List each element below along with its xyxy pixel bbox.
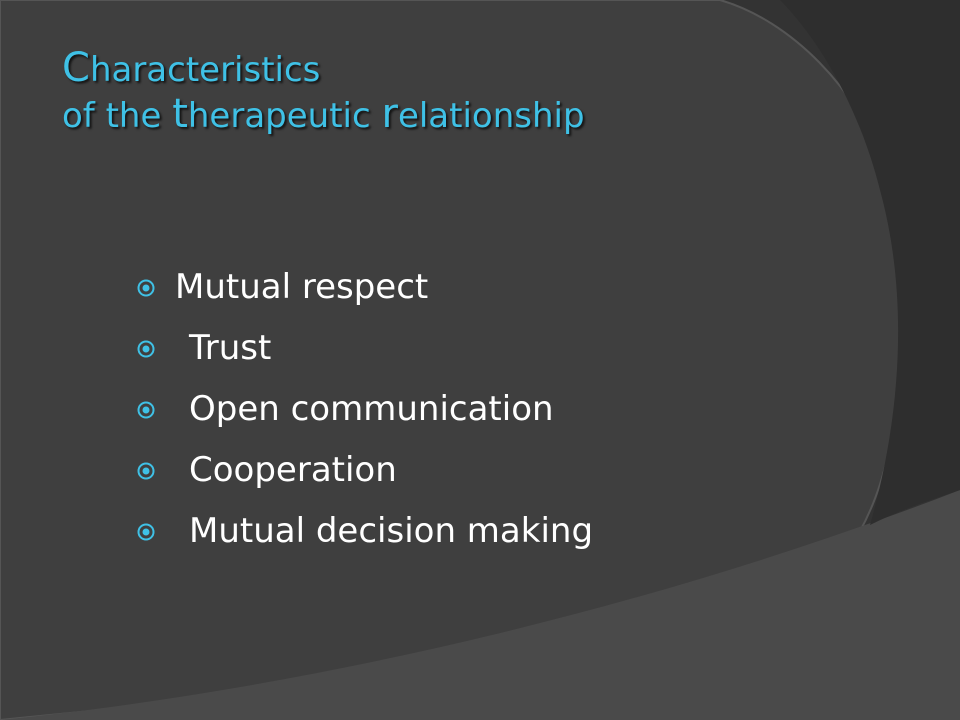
- title-line-2: of the therapeutic relationship: [62, 92, 585, 138]
- bottom-swoosh: [0, 490, 960, 720]
- title-initial-c: C: [62, 45, 90, 91]
- title-text-of-the: of the: [62, 96, 173, 136]
- circle-bullet-icon: [137, 279, 155, 297]
- title-text-herapeutic: herapeutic: [187, 96, 382, 136]
- bullet-text: Cooperation: [189, 450, 397, 490]
- title-initial-r: r: [381, 91, 398, 137]
- circle-bullet-icon: [137, 401, 155, 419]
- bullet-text: Mutual decision making: [189, 511, 594, 551]
- right-arc: [780, 0, 960, 525]
- title-line-1: Characteristics: [62, 46, 585, 92]
- circle-bullet-icon: [137, 523, 155, 541]
- circle-bullet-icon: [137, 462, 155, 480]
- circle-bullet-icon: [137, 340, 155, 358]
- bullet-text: Open communication: [189, 389, 554, 429]
- bullet-text: Trust: [189, 328, 272, 368]
- title-initial-t: t: [172, 91, 188, 137]
- title-text-elationship: elationship: [397, 96, 585, 136]
- title-word-characteristics: haracteristics: [89, 50, 321, 90]
- bullet-text: Mutual respect: [175, 267, 429, 307]
- slide-title: Characteristics of the therapeutic relat…: [62, 46, 585, 138]
